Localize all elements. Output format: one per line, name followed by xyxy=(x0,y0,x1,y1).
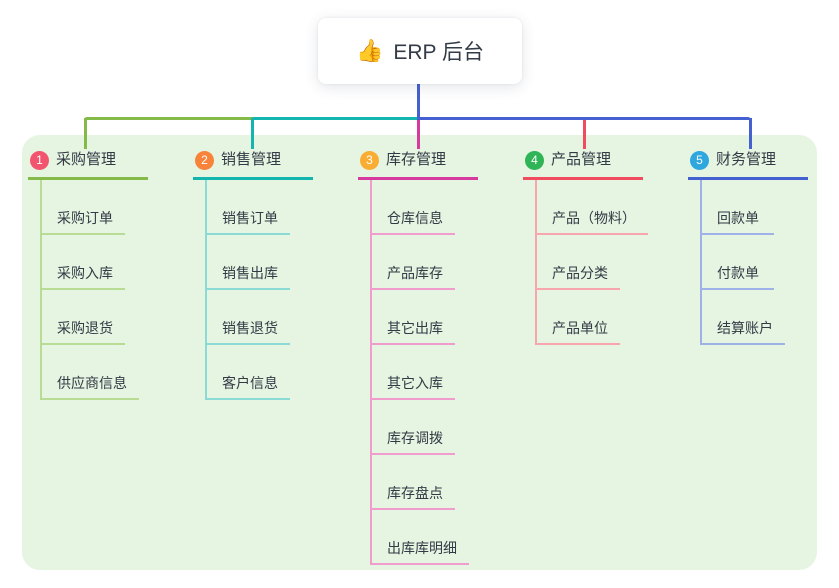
thumbs-up-icon: 👍 xyxy=(355,38,384,63)
leaf-node[interactable]: 销售订单 xyxy=(207,180,290,235)
leaf-node[interactable]: 销售退货 xyxy=(207,290,290,345)
leaf-node[interactable]: 采购入库 xyxy=(42,235,125,290)
branch-number-badge: 1 xyxy=(30,150,49,170)
connector-drop-inventory xyxy=(417,120,420,149)
branch-number-badge: 2 xyxy=(195,150,214,170)
branch-label: 采购管理 xyxy=(56,151,117,168)
connector-drop-product xyxy=(583,120,586,149)
leaf-node[interactable]: 其它出库 xyxy=(372,290,455,345)
root-node[interactable]: 👍 ERP 后台 xyxy=(318,18,522,84)
root-stem-connector xyxy=(417,84,420,118)
branch-finance: 5 财务管理 回款单 付款单 结算账户 xyxy=(688,148,839,345)
leaf-node[interactable]: 库存调拨 xyxy=(372,400,455,455)
leaf-node[interactable]: 产品单位 xyxy=(537,290,620,345)
branch-inventory: 3 库存管理 仓库信息 产品库存 其它出库 其它入库 库存调拨 库存盘点 出库库… xyxy=(358,148,523,565)
leaf-node[interactable]: 库存盘点 xyxy=(372,455,455,510)
leaf-node[interactable]: 采购退货 xyxy=(42,290,125,345)
branch-product: 4 产品管理 产品（物料） 产品分类 产品单位 xyxy=(523,148,688,345)
branch-node-inventory[interactable]: 3 库存管理 xyxy=(358,148,478,180)
branch-purchase: 1 采购管理 采购订单 采购入库 采购退货 供应商信息 xyxy=(28,148,193,400)
branch-label: 销售管理 xyxy=(221,151,282,168)
leaf-node[interactable]: 产品分类 xyxy=(537,235,620,290)
branch-label: 产品管理 xyxy=(551,151,612,168)
leaf-node[interactable]: 回款单 xyxy=(702,180,774,235)
leaf-node[interactable]: 出库库明细 xyxy=(372,510,469,565)
leaf-node[interactable]: 付款单 xyxy=(702,235,774,290)
branch-node-product[interactable]: 4 产品管理 xyxy=(523,148,643,180)
branch-children: 采购订单 采购入库 采购退货 供应商信息 xyxy=(40,180,139,400)
branch-children: 销售订单 销售出库 销售退货 客户信息 xyxy=(205,180,290,400)
connector-bus-teal xyxy=(251,117,420,120)
branch-children: 产品（物料） 产品分类 产品单位 xyxy=(535,180,648,345)
branch-children: 仓库信息 产品库存 其它出库 其它入库 库存调拨 库存盘点 出库库明细 xyxy=(370,180,469,565)
branch-children: 回款单 付款单 结算账户 xyxy=(700,180,785,345)
connector-bus-blue xyxy=(417,117,751,120)
branch-node-purchase[interactable]: 1 采购管理 xyxy=(28,148,148,180)
leaf-node[interactable]: 其它入库 xyxy=(372,345,455,400)
branch-number-badge: 5 xyxy=(690,150,709,170)
branch-number-badge: 4 xyxy=(525,150,544,170)
leaf-node[interactable]: 销售出库 xyxy=(207,235,290,290)
leaf-node[interactable]: 产品（物料） xyxy=(537,180,648,235)
branch-number-badge: 3 xyxy=(360,150,379,170)
branches-panel xyxy=(22,135,817,570)
branch-node-sales[interactable]: 2 销售管理 xyxy=(193,148,313,180)
connector-drop-purchase xyxy=(84,118,87,149)
leaf-node[interactable]: 采购订单 xyxy=(42,180,125,235)
leaf-node[interactable]: 结算账户 xyxy=(702,290,785,345)
connector-drop-finance xyxy=(749,118,752,149)
branch-sales: 2 销售管理 销售订单 销售出库 销售退货 客户信息 xyxy=(193,148,358,400)
leaf-node[interactable]: 供应商信息 xyxy=(42,345,139,400)
branch-node-finance[interactable]: 5 财务管理 xyxy=(688,148,808,180)
leaf-node[interactable]: 仓库信息 xyxy=(372,180,455,235)
leaf-node[interactable]: 产品库存 xyxy=(372,235,455,290)
branch-label: 库存管理 xyxy=(386,151,447,168)
root-title: ERP 后台 xyxy=(393,41,485,64)
connector-drop-sales xyxy=(251,118,254,149)
leaf-node[interactable]: 客户信息 xyxy=(207,345,290,400)
branch-label: 财务管理 xyxy=(716,151,777,168)
connector-bus-green xyxy=(84,117,254,120)
